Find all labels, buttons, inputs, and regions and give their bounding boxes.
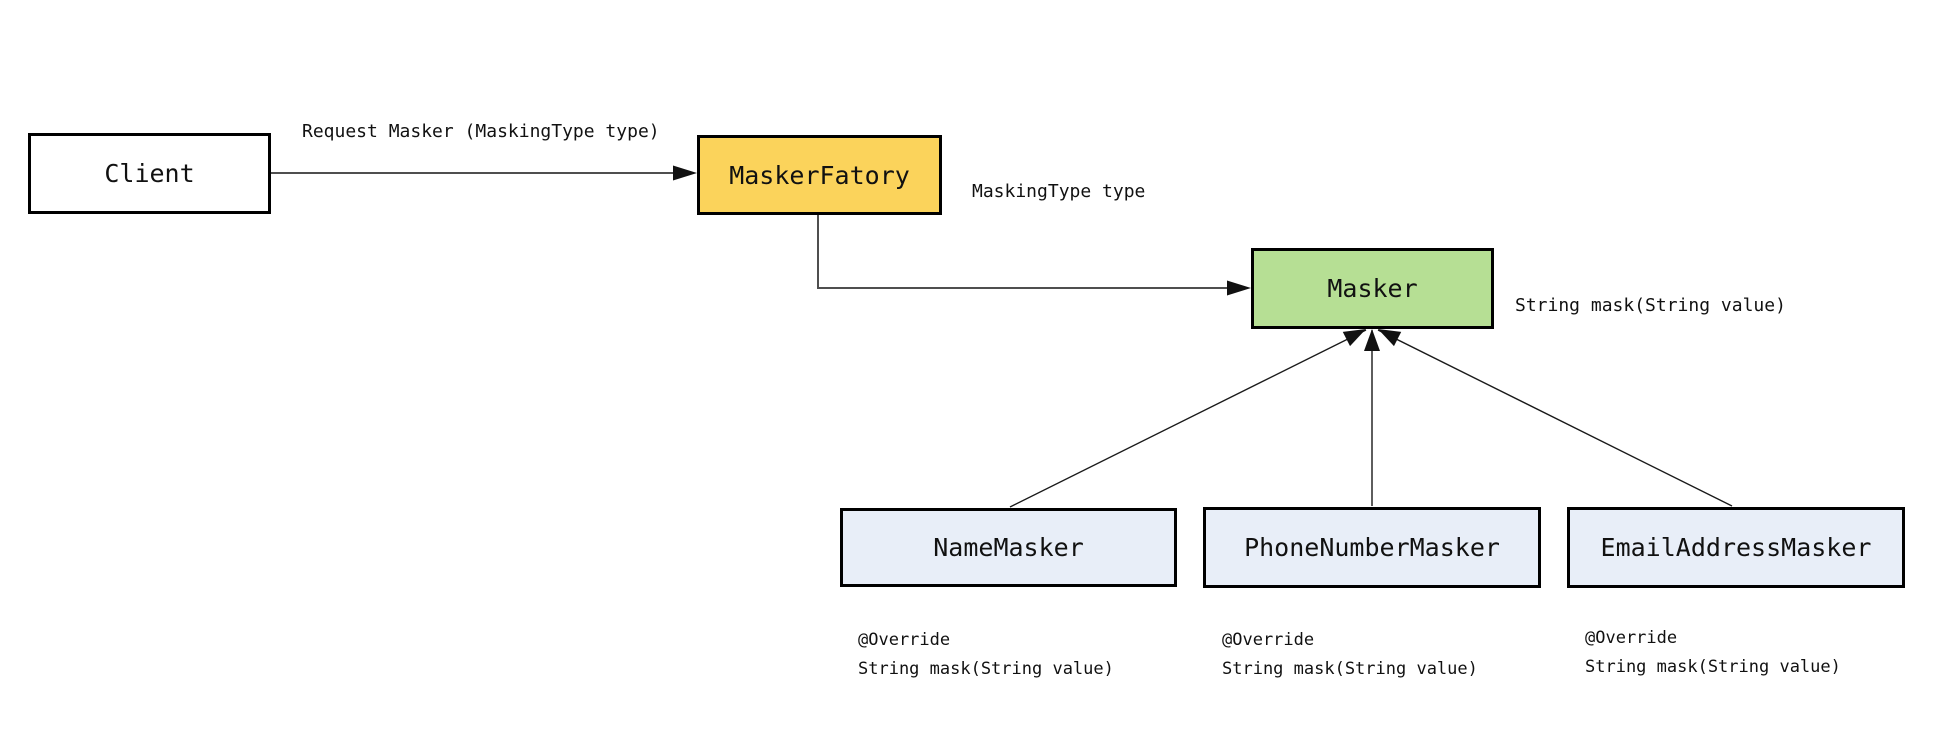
node-phonenumbermasker: PhoneNumberMasker: [1203, 507, 1541, 588]
edge-label-request-masker: Request Masker (MaskingType type): [302, 121, 660, 142]
node-masker-label: Masker: [1327, 274, 1418, 303]
node-emailaddressmasker-label: EmailAddressMasker: [1600, 533, 1872, 562]
inheritance-line-namemasker: [1009, 329, 1367, 508]
node-maskerfactory-label: MaskerFatory: [729, 160, 910, 190]
client-to-factory-arrowhead-icon: [673, 165, 697, 181]
factory-to-masker-arrowhead-icon: [1227, 280, 1251, 296]
annotation-emailaddressmasker-signature: String mask(String value): [1585, 657, 1841, 677]
annotation-phonenumbermasker-signature: String mask(String value): [1222, 659, 1478, 679]
node-masker: Masker: [1251, 248, 1494, 329]
annotation-emailaddressmasker-override: @Override: [1585, 628, 1678, 648]
inheritance-line-emailaddressmasker: [1377, 329, 1733, 507]
inheritance-arrowhead-emailaddressmasker-icon: [1378, 329, 1402, 347]
annotation-namemasker: @Override String mask(String value): [858, 626, 1114, 684]
inheritance-arrowhead-namemasker-icon: [1342, 329, 1366, 347]
node-namemasker: NameMasker: [840, 508, 1177, 587]
annotation-namemasker-override: @Override: [858, 630, 951, 650]
node-phonenumbermasker-label: PhoneNumberMasker: [1244, 533, 1500, 562]
edge-label-mask-signature: String mask(String value): [1515, 295, 1786, 316]
edge-label-maskingtype: MaskingType type: [972, 181, 1146, 202]
annotation-phonenumbermasker-override: @Override: [1222, 630, 1315, 650]
node-client-label: Client: [104, 159, 195, 188]
annotation-phonenumbermasker: @Override String mask(String value): [1222, 626, 1478, 684]
annotation-namemasker-signature: String mask(String value): [858, 659, 1114, 679]
node-client: Client: [28, 133, 271, 214]
node-namemasker-label: NameMasker: [933, 533, 1084, 562]
inheritance-arrowhead-phonenumbermasker-icon: [1364, 329, 1380, 351]
node-maskerfactory: MaskerFatory: [697, 135, 942, 215]
node-emailaddressmasker: EmailAddressMasker: [1567, 507, 1905, 588]
factory-to-masker-connector: [817, 214, 1228, 289]
annotation-emailaddressmasker: @Override String mask(String value): [1585, 624, 1841, 682]
